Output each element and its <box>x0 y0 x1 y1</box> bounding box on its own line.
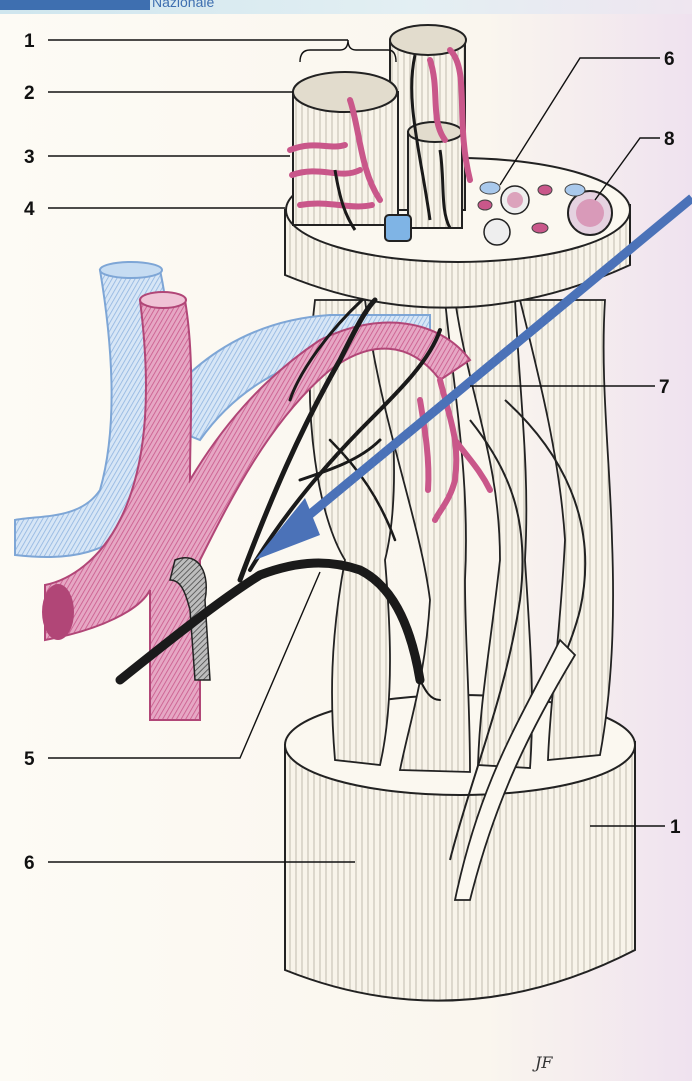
label-2: 2 <box>24 83 35 104</box>
label-4: 4 <box>24 199 35 220</box>
label-7: 7 <box>659 377 670 398</box>
label-3: 3 <box>24 147 35 168</box>
artist-signature: JF <box>532 1053 553 1072</box>
label-1-right: 1 <box>670 817 681 838</box>
label-6-bottom: 6 <box>24 853 35 874</box>
label-5: 5 <box>24 749 35 770</box>
label-6-top: 6 <box>664 49 675 70</box>
label-1-top: 1 <box>24 31 35 52</box>
label-8: 8 <box>664 129 675 150</box>
